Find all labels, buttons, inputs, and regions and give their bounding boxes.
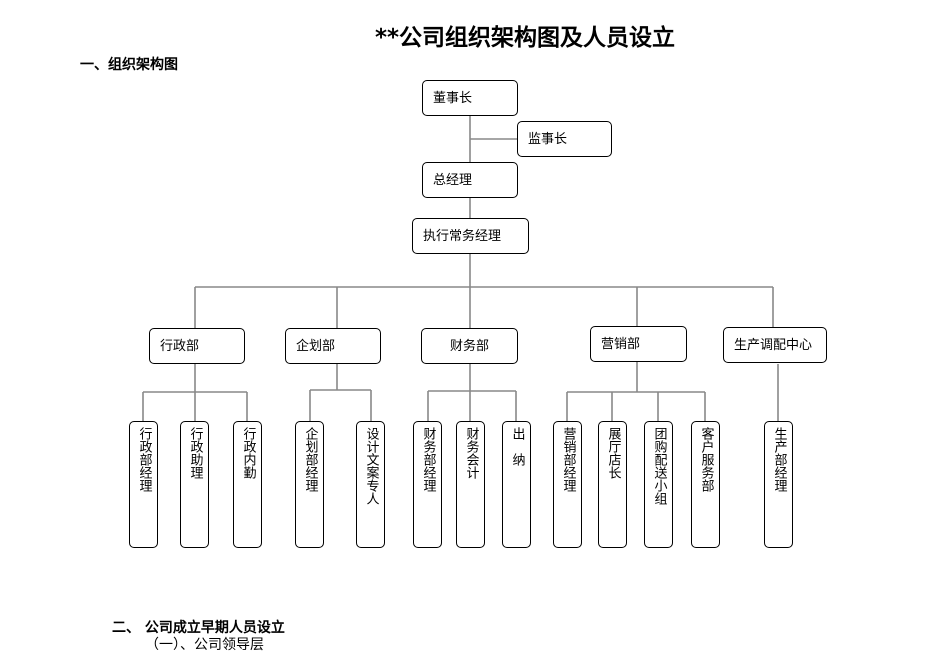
page-title: **公司组织架构图及人员设立 bbox=[374, 25, 676, 51]
org-role-production-manager: 生产部经理 bbox=[764, 421, 793, 548]
section-heading-staffing: 二、 公司成立早期人员设立 bbox=[112, 620, 285, 636]
org-role-planning-manager: 企划部经理 bbox=[295, 421, 324, 548]
org-role-group-delivery-team: 团购配送小组 bbox=[644, 421, 673, 548]
org-role-design-copywriter: 设计文案专人 bbox=[356, 421, 385, 548]
org-role-customer-service: 客户服务部 bbox=[691, 421, 720, 548]
org-role-sales-manager: 营销部经理 bbox=[553, 421, 582, 548]
org-role-admin-clerk: 行政内勤 bbox=[233, 421, 262, 548]
org-role-showroom-manager: 展厅店长 bbox=[598, 421, 627, 548]
org-node-finance-dept: 财务部 bbox=[421, 328, 518, 364]
org-node-production-center: 生产调配中心 bbox=[723, 327, 827, 363]
org-role-accountant: 财务会计 bbox=[456, 421, 485, 548]
org-node-planning-dept: 企划部 bbox=[285, 328, 381, 364]
org-role-cashier: 出 纳 bbox=[502, 421, 531, 548]
section-heading-org-chart: 一、组织架构图 bbox=[80, 57, 178, 73]
org-role-admin-manager: 行政部经理 bbox=[129, 421, 158, 548]
org-node-general-manager: 总经理 bbox=[422, 162, 518, 198]
org-node-sales-dept: 营销部 bbox=[590, 326, 687, 362]
org-node-supervisor: 监事长 bbox=[517, 121, 612, 157]
org-node-admin-dept: 行政部 bbox=[149, 328, 245, 364]
org-node-executive-manager: 执行常务经理 bbox=[412, 218, 529, 254]
org-node-chairman: 董事长 bbox=[422, 80, 518, 116]
org-role-finance-manager: 财务部经理 bbox=[413, 421, 442, 548]
subsection-heading-leadership: （一）、公司领导层 bbox=[145, 637, 264, 653]
org-role-admin-assistant: 行政助理 bbox=[180, 421, 209, 548]
